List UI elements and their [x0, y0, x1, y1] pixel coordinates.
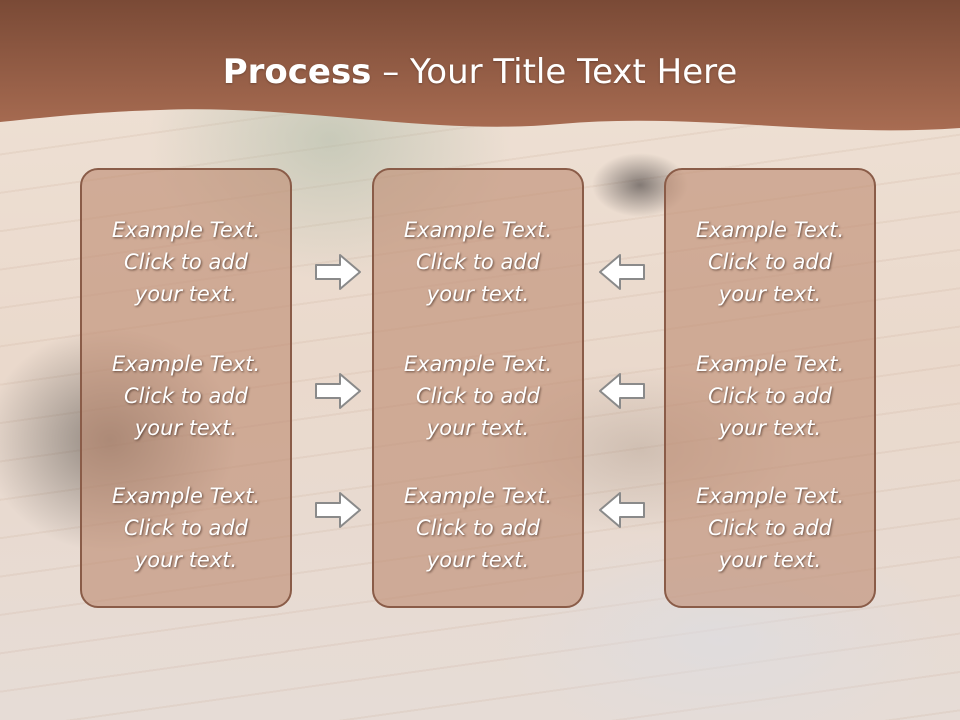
- title-banner-shape: [0, 0, 960, 131]
- process-column-3[interactable]: Example Text. Click to add your text. Ex…: [664, 168, 876, 608]
- text-placeholder[interactable]: Example Text. Click to add your text.: [695, 352, 845, 440]
- right-arrow-icon: [315, 492, 361, 528]
- text-placeholder[interactable]: Example Text. Click to add your text.: [403, 352, 553, 440]
- text-placeholder[interactable]: Example Text. Click to add your text.: [403, 218, 553, 306]
- left-arrow-icon: [599, 254, 645, 290]
- text-placeholder[interactable]: Example Text. Click to add your text.: [111, 352, 261, 440]
- left-arrow-icon: [599, 373, 645, 409]
- text-placeholder[interactable]: Example Text. Click to add your text.: [111, 218, 261, 306]
- left-arrow-icon: [599, 492, 645, 528]
- title-banner: Process – Your Title Text Here: [0, 0, 960, 140]
- slide-title[interactable]: Process – Your Title Text Here: [0, 52, 960, 92]
- title-rest: – Your Title Text Here: [371, 52, 738, 92]
- right-arrow-icon: [315, 373, 361, 409]
- text-placeholder[interactable]: Example Text. Click to add your text.: [695, 218, 845, 306]
- title-bold: Process: [222, 52, 372, 92]
- right-arrow-icon: [315, 254, 361, 290]
- text-placeholder[interactable]: Example Text. Click to add your text.: [403, 484, 553, 572]
- text-placeholder[interactable]: Example Text. Click to add your text.: [695, 484, 845, 572]
- process-column-1[interactable]: Example Text. Click to add your text. Ex…: [80, 168, 292, 608]
- process-column-2[interactable]: Example Text. Click to add your text. Ex…: [372, 168, 584, 608]
- text-placeholder[interactable]: Example Text. Click to add your text.: [111, 484, 261, 572]
